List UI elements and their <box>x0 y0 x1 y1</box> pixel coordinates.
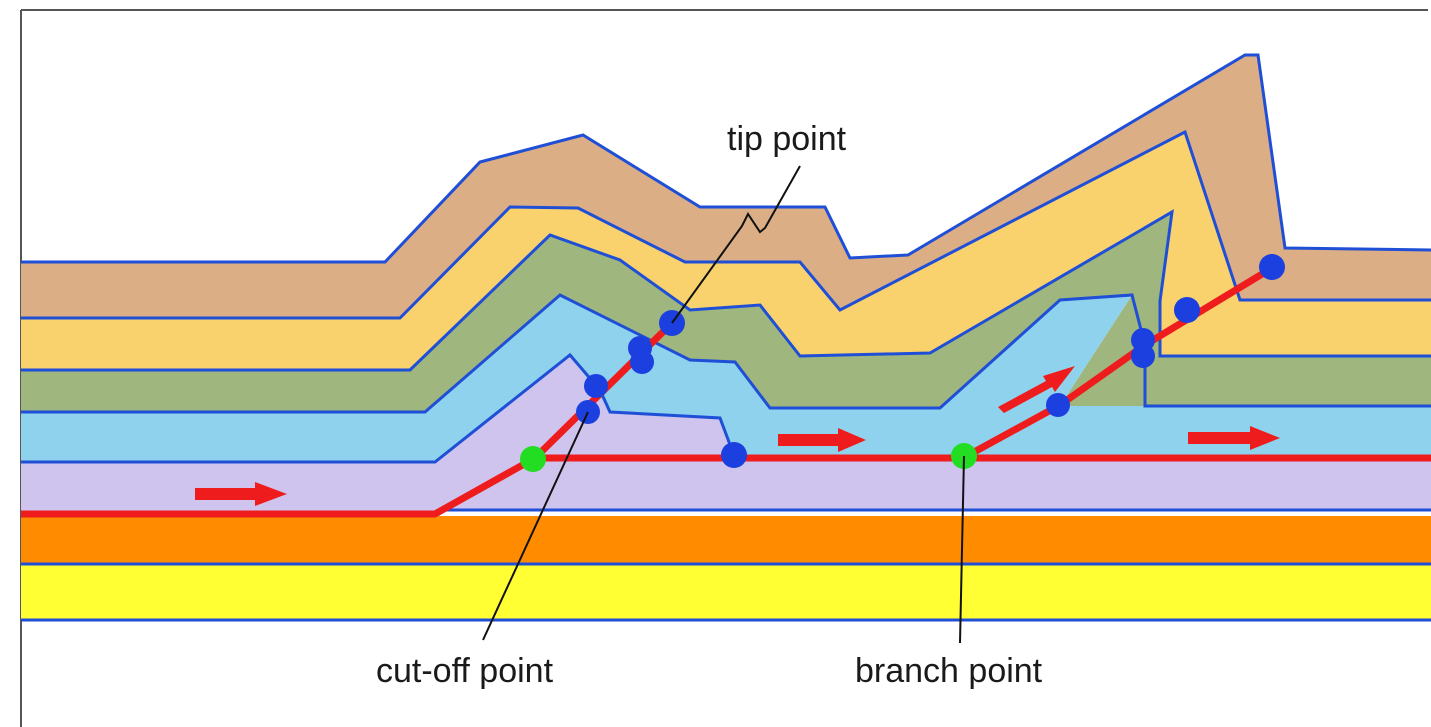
tip-point-label: tip point <box>727 120 847 158</box>
intersection-point-3 <box>630 350 654 374</box>
tip-point-leader <box>671 165 801 324</box>
cutoff-point-marker <box>520 446 546 472</box>
boundary-2 <box>21 129 1431 320</box>
boundary-1 <box>21 53 1431 264</box>
slip-arrow-ramp-icon <box>998 366 1075 413</box>
layer-blue <box>21 295 1431 462</box>
cutoff-point-label: cut-off point <box>376 652 554 690</box>
intersection-point-6 <box>721 442 747 468</box>
branch-point-leader <box>959 455 965 644</box>
intersection-point-9 <box>1131 344 1155 368</box>
layer-tan <box>21 55 1431 318</box>
intersection-point-10 <box>1174 297 1200 323</box>
layer-bright-yellow <box>21 564 1431 620</box>
slip-arrow-middle-icon <box>778 428 866 452</box>
intersection-points <box>576 254 1285 468</box>
slip-arrow-left-icon <box>195 482 287 506</box>
intersection-point-7 <box>1046 393 1070 417</box>
branch-point-label: branch point <box>855 652 1043 690</box>
layer-yellow <box>21 132 1431 370</box>
slip-arrows <box>195 366 1280 506</box>
layer-green <box>21 212 1431 412</box>
cutoff-point-leader <box>482 411 589 641</box>
leader-lines <box>482 165 965 644</box>
intersection-point-11 <box>1259 254 1285 280</box>
slip-arrow-right-icon <box>1188 426 1280 450</box>
boundary-3 <box>21 209 1431 372</box>
layer-orange <box>21 516 1431 564</box>
fault-branch-ramp <box>963 265 1274 461</box>
intersection-point-4 <box>584 374 608 398</box>
